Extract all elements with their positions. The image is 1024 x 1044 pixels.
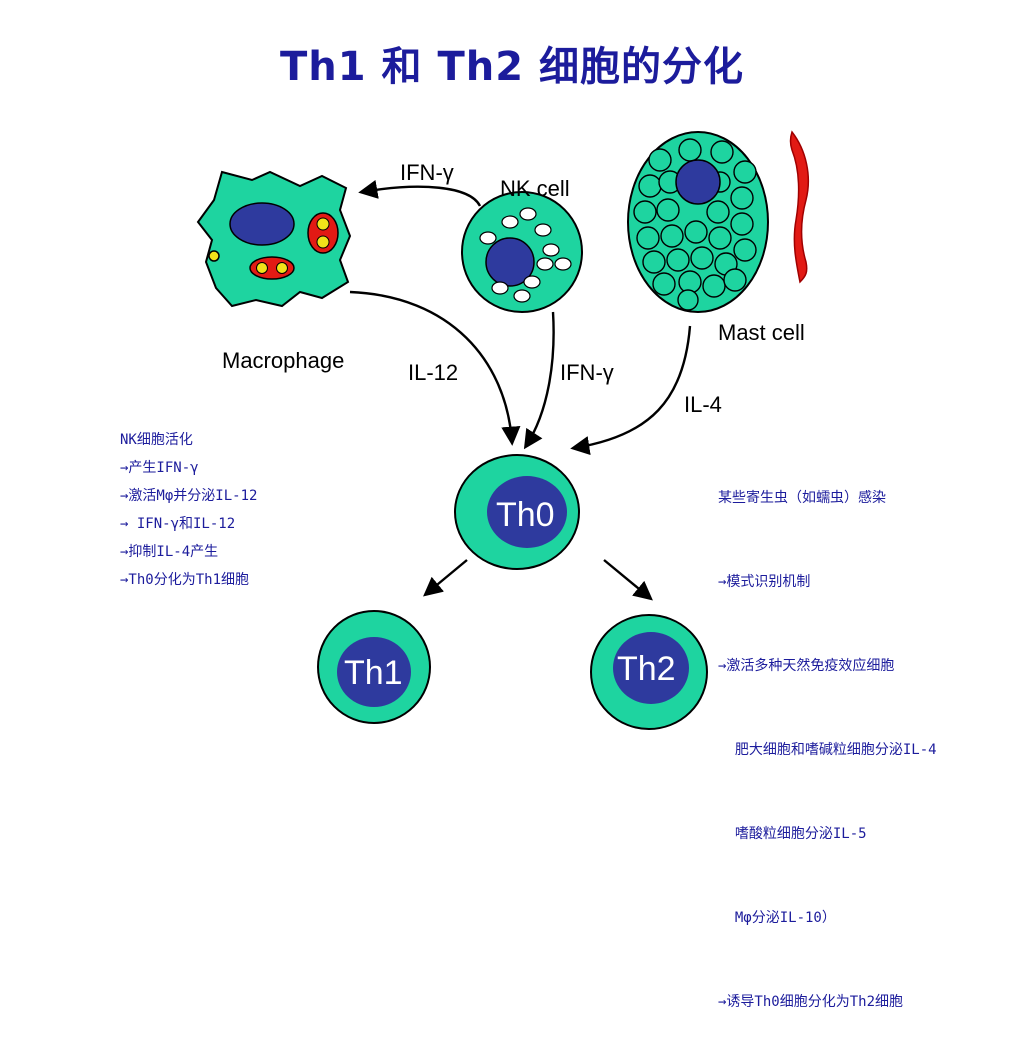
arrow-nk-to-th0 [523,311,555,450]
note-line: 嗜酸粒细胞分泌IL-5 [718,826,867,842]
arrow-th0-to-th2 [603,559,653,601]
th-differentiation-diagram [196,130,810,730]
macrophage-nucleus [229,202,295,246]
arrow-th0-to-th1 [423,559,468,597]
slide-title: Th1 和 Th2 细胞的分化 [280,44,744,90]
bacterium-icon [208,250,220,262]
note-line: →产生IFN-γ [120,460,199,476]
th0-nucleus [487,476,567,548]
th2-label: Th2 [617,650,676,688]
ifn-gamma-mid-label: IFN-γ [560,360,614,385]
note-line: →抑制IL-4产生 [120,544,219,560]
th2-nucleus [613,632,689,704]
th1-nucleus [337,637,411,707]
th0-cell [454,454,580,570]
th1-pathway-notes: NK细胞活化 →产生IFN-γ →激活Mφ并分泌IL-12 → IFN-γ和IL… [120,426,257,594]
note-line: →激活多种天然免疫效应细胞 [718,658,895,674]
note-line: →激活Mφ并分泌IL-12 [120,488,258,504]
note-line: → IFN-γ和IL-12 [120,516,236,532]
th2-cell [590,614,708,730]
arrow-nk-to-macrophage [358,179,482,207]
th2-pathway-notes: 某些寄生虫（如蠕虫）感染 →模式识别机制 →激活多种天然免疫效应细胞 肥大细胞和… [718,428,937,1044]
nk-cell-label: NK cell [500,176,570,201]
note-line: →模式识别机制 [718,574,811,590]
note-line: NK细胞活化 [120,432,193,448]
macrophage-cell [196,170,352,308]
nk-nucleus [485,237,535,287]
note-line: →诱导Th0细胞分化为Th2细胞 [718,994,904,1010]
nk-cell [461,191,583,313]
th1-label: Th1 [344,654,403,692]
ifn-gamma-top-label: IFN-γ [400,160,454,185]
note-line: 肥大细胞和嗜碱粒细胞分泌IL-4 [718,742,937,758]
mast-cell-label: Mast cell [718,320,805,345]
macrophage-label: Macrophage [222,348,345,373]
helminth-worm [789,130,810,284]
note-line: 某些寄生虫（如蠕虫）感染 [718,490,886,506]
arrow-mast-to-th0 [570,325,692,456]
il4-label: IL-4 [684,392,722,417]
mast-cell [627,131,769,313]
macrophage-phagosome-right [307,212,339,254]
th1-cell [317,610,431,724]
note-line: →Th0分化为Th1细胞 [120,572,250,588]
note-line: Mφ分泌IL-10） [718,910,836,926]
arrow-macrophage-to-th0 [349,290,521,446]
il12-label: IL-12 [408,360,459,385]
mast-nucleus [675,159,721,205]
th0-label: Th0 [496,496,555,534]
